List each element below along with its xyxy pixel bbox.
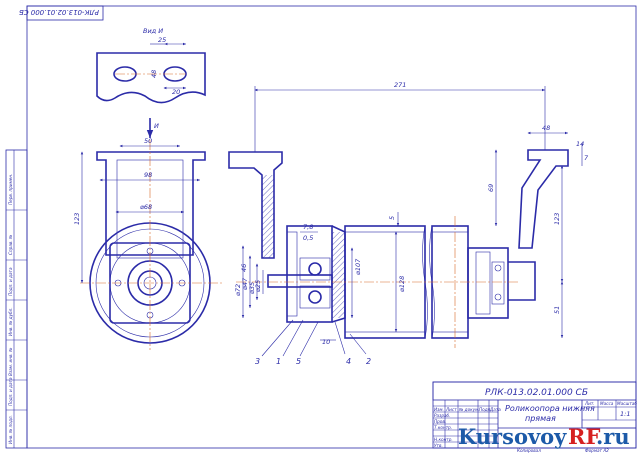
- dim-35: ⌀35: [248, 282, 256, 294]
- stamp-text-6: Инв. № подл.: [8, 415, 13, 444]
- header-lit: Лит.: [584, 401, 595, 406]
- title-block: РЛК-013.02.01.000 СБ Лит. Масса Масштаб …: [432, 381, 637, 449]
- dim-107: ⌀107: [354, 258, 362, 275]
- watermark-part-3: .ru: [596, 424, 630, 449]
- dim-271: 271: [394, 81, 406, 89]
- dim-98: 98: [144, 171, 152, 179]
- dim-51: 51: [553, 306, 561, 314]
- format-label: Формат А2: [585, 448, 609, 453]
- dim-25b: ⌀25: [254, 280, 262, 292]
- dim-68: ⌀68: [140, 203, 152, 211]
- dim-10: 10: [322, 338, 330, 346]
- watermark-part-2: RF: [568, 424, 600, 449]
- dim-123-right: 123: [553, 213, 561, 225]
- section-view: 271 48 14 7 69 123 51 5 7,8 0,5 ⌀72 ⌀47 …: [228, 81, 589, 366]
- tb-utv: Утв.: [434, 443, 443, 448]
- leader-2: 2: [366, 357, 371, 366]
- tb-list: Лист: [445, 407, 457, 412]
- dim-47: ⌀47: [241, 277, 249, 290]
- tb-podp: Подп.: [479, 407, 492, 412]
- rotated-designation-box: РЛК-013.02.01.000 СБ: [19, 5, 104, 21]
- side-stamp: Перв. примен. Справ. № Подп. и дата Инв.…: [5, 149, 28, 449]
- tb-izm: Изм.: [434, 407, 444, 412]
- header-mass: Масса: [600, 401, 614, 406]
- leader-1: 1: [276, 357, 281, 366]
- title-designation: РЛК-013.02.01.000 СБ: [485, 388, 588, 398]
- leader-4: 4: [346, 357, 351, 366]
- dim-46: 46: [240, 264, 248, 272]
- scale-value: 1:1: [620, 410, 630, 418]
- stamp-text-3: Инв. № дубл.: [8, 307, 13, 336]
- stamp-text-2: Подп. и дата: [8, 267, 13, 296]
- rotated-designation: РЛК-013.02.01.000 СБ: [19, 8, 99, 16]
- watermark-logo: Kursovoy RF .ru: [458, 424, 630, 449]
- tb-data: Дата: [489, 407, 501, 412]
- header-scale: Масштаб: [617, 401, 637, 406]
- tb-razrab: Разраб.: [434, 413, 450, 418]
- tb-nkontr: Н.контр.: [434, 437, 453, 442]
- dim-123-left: 123: [73, 213, 81, 225]
- arrow-i-label: И: [154, 122, 159, 130]
- tb-tkontr: Т.контр.: [434, 425, 452, 430]
- dim-5: 5: [388, 216, 396, 220]
- dim-72: ⌀72: [234, 284, 242, 296]
- stamp-text-0: Перв. примен.: [8, 174, 13, 205]
- stamp-text-1: Справ. №: [8, 234, 13, 255]
- dim-20: 20: [172, 88, 180, 96]
- dim-69: 69: [487, 184, 495, 192]
- leader-5: 5: [296, 357, 301, 366]
- view-label: Вид И: [143, 27, 163, 35]
- dim-7-8: 7,8: [303, 223, 313, 231]
- side-view: 50 98 ⌀68 123: [73, 137, 222, 350]
- tb-ndok: № докум.: [458, 407, 480, 412]
- copied-label: Копировал: [517, 448, 541, 453]
- dim-25: 25: [158, 36, 166, 44]
- stamp-text-4: Взам. инв. №: [8, 347, 13, 376]
- tb-prov: Пров.: [434, 419, 446, 424]
- leader-3: 3: [255, 357, 260, 366]
- dim-7: 7: [584, 154, 589, 162]
- view-i-detail: Вид И 25 48 20 И: [96, 27, 206, 138]
- watermark-part-1: Kursovoy: [458, 424, 567, 449]
- dim-14: 14: [576, 140, 584, 148]
- dim-50: 50: [144, 137, 152, 145]
- dim-48-small: 48: [150, 70, 158, 78]
- title-line-2: прямая: [525, 414, 556, 423]
- title-line-1: Роликоопора нижняя: [505, 404, 595, 413]
- dim-48: 48: [542, 124, 550, 132]
- stamp-text-5: Подп. и дата: [8, 377, 13, 406]
- dim-128: ⌀128: [398, 276, 406, 292]
- dim-0-5: 0,5: [303, 234, 313, 242]
